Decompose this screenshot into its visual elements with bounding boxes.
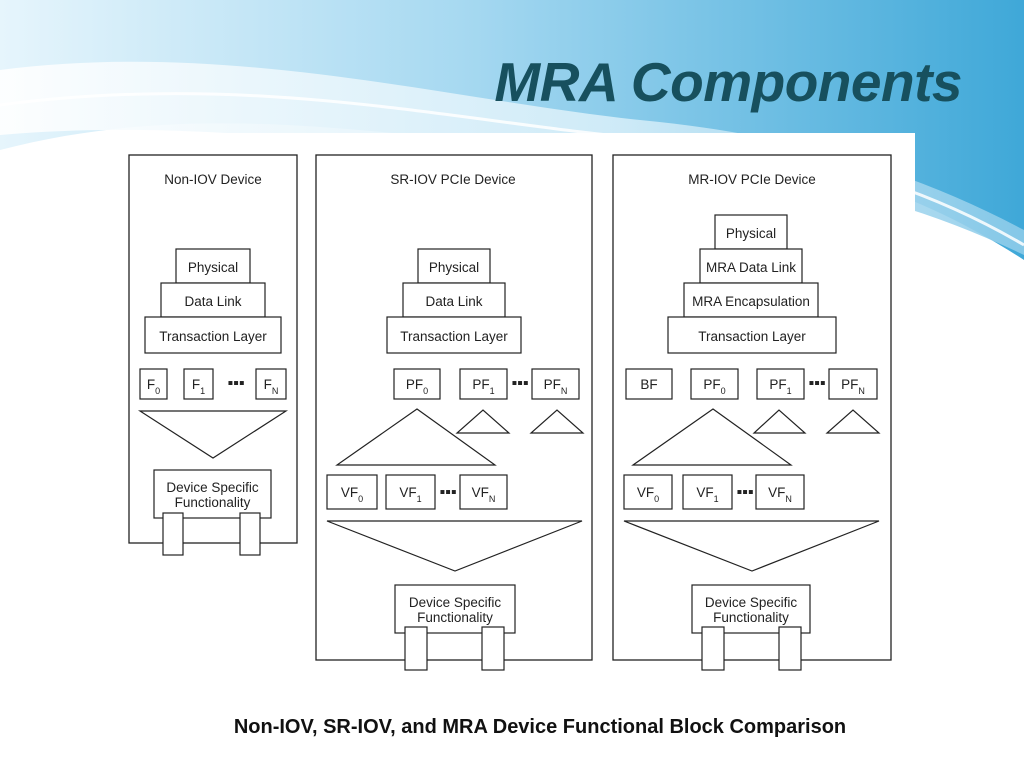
mr-iov-layer-physical bbox=[714, 214, 788, 250]
sr-iov-device-specific-functionality-line2: Functionality bbox=[417, 610, 493, 625]
mr-iov-device-specific-functionality-line1: Device Specific bbox=[705, 595, 798, 610]
sr-iov-vf-1-label: VF1 bbox=[399, 485, 421, 504]
panel-sr-iov bbox=[315, 154, 593, 661]
sr-iov-device-specific-functionality bbox=[394, 584, 516, 634]
sr-iov-layer-physical-label: Physical bbox=[429, 260, 479, 275]
mr-iov-vf-1-label: VF1 bbox=[696, 485, 718, 504]
mr-iov-layer-mra-data-link bbox=[699, 248, 803, 284]
non-iov-function-0 bbox=[139, 368, 168, 400]
non-iov-device-specific-functionality-line1: Device Specific bbox=[166, 480, 259, 495]
sr-iov-layer-data-link bbox=[402, 282, 506, 318]
mr-iov-layer-physical-label: Physical bbox=[726, 226, 776, 241]
non-iov-layer-transaction-label: Transaction Layer bbox=[159, 329, 267, 344]
mr-iov-pf-ellipsis: ▪▪▪ bbox=[808, 375, 825, 392]
non-iov-connector-right bbox=[239, 512, 261, 556]
panel-mr-iov-header: MR-IOV PCIe Device bbox=[688, 172, 816, 187]
sr-iov-pfn-triangle bbox=[529, 409, 585, 434]
mr-iov-pf-1 bbox=[756, 368, 805, 400]
mr-iov-device-specific-functionality-line2: Functionality bbox=[713, 610, 789, 625]
non-iov-layer-physical-label: Physical bbox=[188, 260, 238, 275]
non-iov-function-1 bbox=[183, 368, 214, 400]
sr-iov-device-specific-functionality-line1: Device Specific bbox=[409, 595, 502, 610]
figure-caption: Non-IOV, SR-IOV, and MRA Device Function… bbox=[233, 716, 847, 738]
mr-iov-pf0-triangle bbox=[631, 408, 793, 466]
mr-iov-vf-ellipsis: ▪▪▪ bbox=[736, 484, 753, 501]
wave-band-light bbox=[0, 61, 1024, 255]
non-iov-layer-data-link-label: Data Link bbox=[184, 294, 241, 309]
mr-iov-connector-right bbox=[778, 626, 802, 671]
mr-iov-pf-n bbox=[828, 368, 878, 400]
mr-iov-pf-1-label: PF1 bbox=[769, 377, 791, 396]
sr-iov-connector-right bbox=[481, 626, 505, 671]
mr-iov-vf-n bbox=[755, 474, 805, 510]
mr-iov-pf-0-label: PF0 bbox=[703, 377, 725, 396]
non-iov-funnel bbox=[137, 410, 289, 459]
mr-iov-pf-0 bbox=[690, 368, 739, 400]
panel-non-iov-header: Non-IOV Device bbox=[164, 172, 262, 187]
sr-iov-layer-transaction-label: Transaction Layer bbox=[400, 329, 508, 344]
mr-iov-layer-mra-data-link-label: MRA Data Link bbox=[706, 260, 796, 275]
sr-iov-vf-n bbox=[459, 474, 508, 510]
sr-iov-pf-ellipsis: ▪▪▪ bbox=[511, 375, 528, 392]
mr-iov-layer-mra-encapsulation-label: MRA Encapsulation bbox=[692, 294, 810, 309]
sr-iov-vf-ellipsis: ▪▪▪ bbox=[439, 484, 456, 501]
mr-iov-vf-funnel bbox=[623, 520, 880, 572]
sr-iov-vf-funnel bbox=[326, 520, 583, 572]
sr-iov-pf-1-label: PF1 bbox=[472, 377, 494, 396]
sr-iov-layer-physical bbox=[417, 248, 491, 284]
mr-iov-vf-0 bbox=[623, 474, 673, 510]
sr-iov-pf-0 bbox=[393, 368, 441, 400]
mr-iov-vf-1 bbox=[682, 474, 733, 510]
mr-iov-layer-transaction-label: Transaction Layer bbox=[698, 329, 806, 344]
non-iov-function-n bbox=[255, 368, 287, 400]
sr-iov-pf-n bbox=[531, 368, 580, 400]
non-iov-device-specific-functionality-line2: Functionality bbox=[175, 495, 251, 510]
sr-iov-layer-transaction bbox=[386, 316, 522, 354]
mr-iov-layer-mra-encapsulation bbox=[683, 282, 819, 318]
non-iov-device-specific-functionality bbox=[153, 469, 272, 519]
non-iov-connector-left bbox=[162, 512, 184, 556]
sr-iov-pf1-triangle bbox=[455, 409, 511, 434]
sr-iov-pf-0-label: PF0 bbox=[406, 377, 428, 396]
panel-sr-iov-header: SR-IOV PCIe Device bbox=[390, 172, 515, 187]
mr-iov-connector-left bbox=[701, 626, 725, 671]
sr-iov-pf0-triangle bbox=[335, 408, 497, 466]
sr-iov-layer-data-link-label: Data Link bbox=[425, 294, 482, 309]
non-iov-ellipsis: ▪▪▪ bbox=[227, 375, 244, 392]
sr-iov-vf-0-label: VF0 bbox=[341, 485, 363, 504]
mr-iov-pfn-triangle bbox=[825, 409, 881, 434]
mr-iov-bf-label: BF bbox=[640, 377, 657, 392]
mr-iov-pf1-triangle bbox=[752, 409, 807, 434]
sr-iov-connector-left bbox=[404, 626, 428, 671]
non-iov-layer-physical bbox=[175, 248, 251, 284]
sr-iov-pf-1 bbox=[459, 368, 508, 400]
mr-iov-bf bbox=[625, 368, 673, 400]
slide-title: MRA Components bbox=[494, 51, 962, 113]
non-iov-layer-data-link bbox=[160, 282, 266, 318]
mr-iov-device-specific-functionality bbox=[691, 584, 811, 634]
sr-iov-vf-0 bbox=[326, 474, 378, 510]
mr-iov-vf-0-label: VF0 bbox=[637, 485, 659, 504]
non-iov-layer-transaction bbox=[144, 316, 282, 354]
mr-iov-layer-transaction bbox=[667, 316, 837, 354]
sr-iov-vf-1 bbox=[385, 474, 436, 510]
